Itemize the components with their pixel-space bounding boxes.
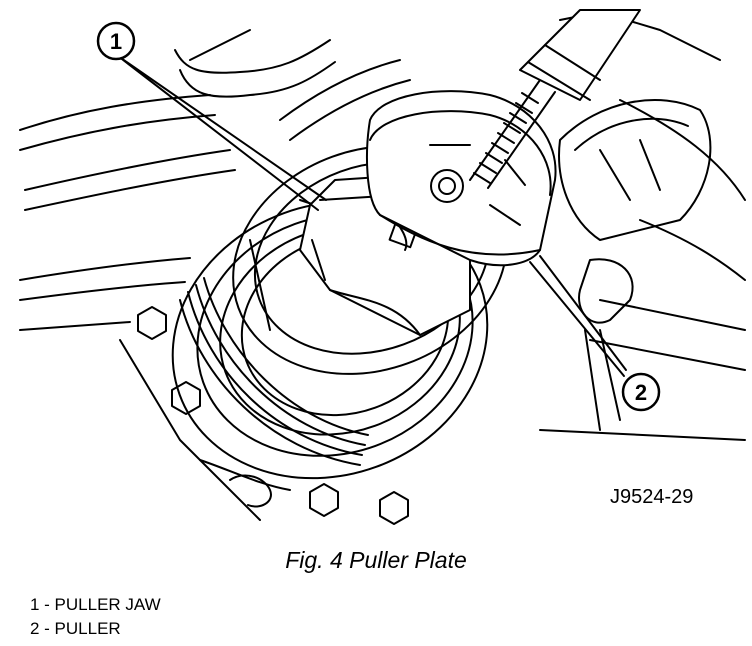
puller-plate-illustration: 1 2 (19, 9, 746, 525)
leader-lines (117, 55, 627, 377)
callout-2: 2 (621, 372, 661, 412)
legend-item-1: 1 - PULLER JAW (30, 595, 161, 614)
callout-1: 1 (96, 21, 136, 61)
callout-1-number: 1 (110, 29, 122, 54)
figure-id-code: J9524-29 (610, 486, 694, 508)
puller-screw (469, 79, 556, 189)
figure-caption: Fig. 4 Puller Plate (285, 547, 467, 573)
callout-2-number: 2 (635, 380, 647, 405)
puller-handle (519, 9, 641, 101)
puller-plate (366, 90, 557, 267)
legend-item-2: 2 - PULLER (30, 619, 121, 638)
bracket-cover (558, 99, 712, 431)
legend: 1 - PULLER JAW 2 - PULLER (30, 593, 161, 641)
mounting-bolts (119, 306, 409, 525)
